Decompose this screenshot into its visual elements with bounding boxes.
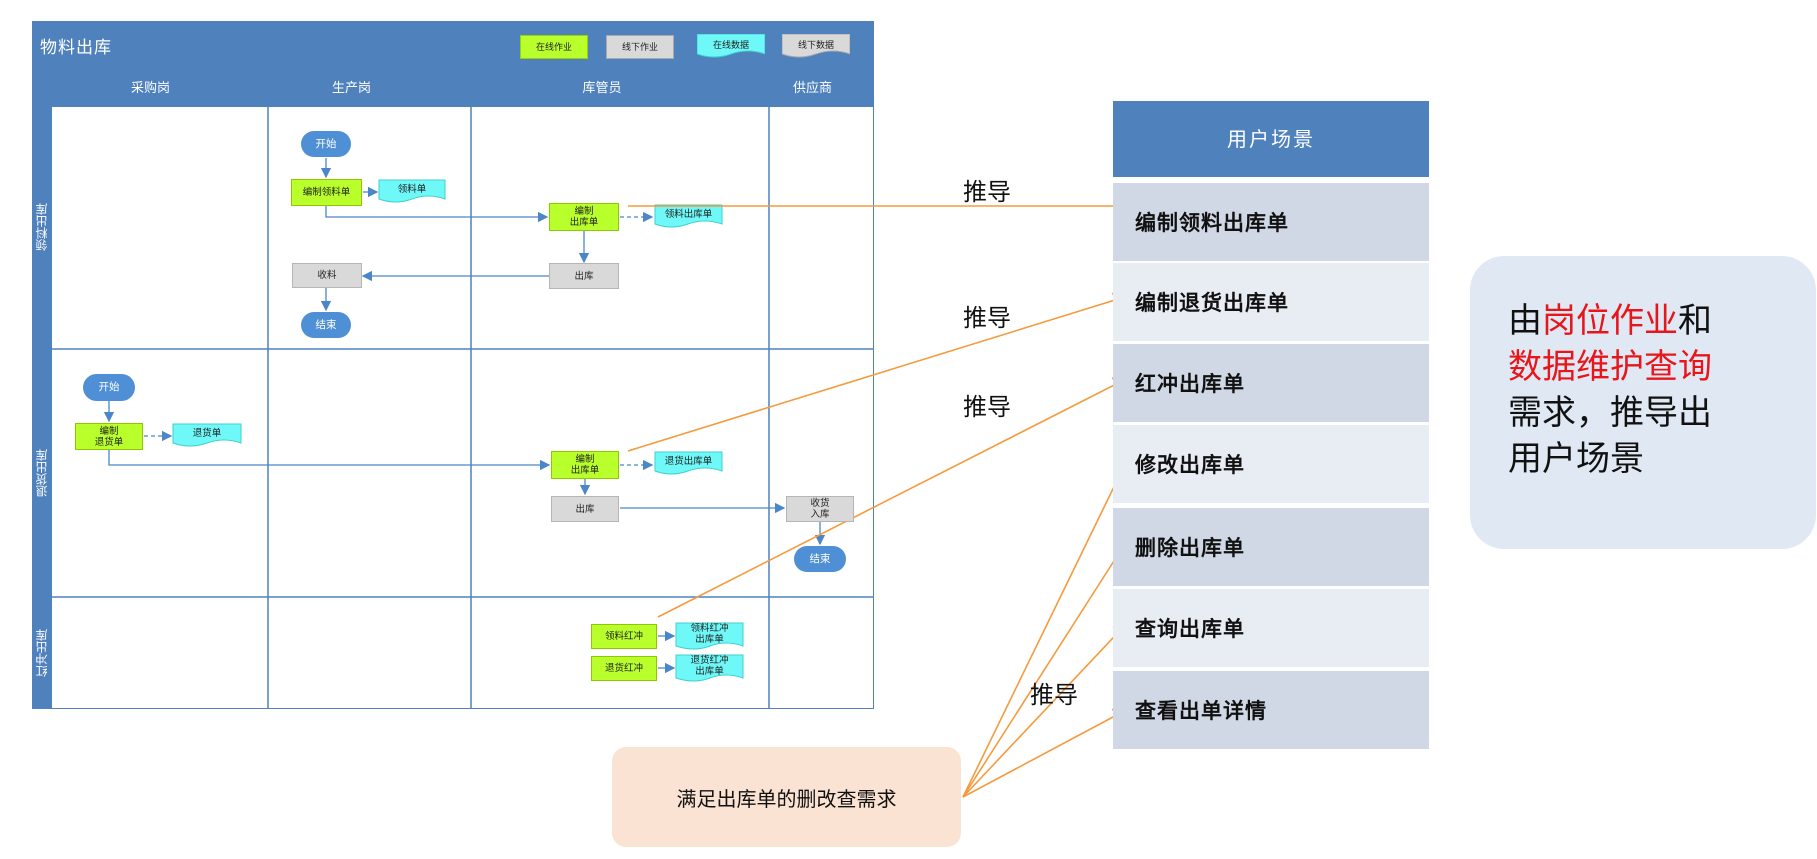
lane1-flows — [320, 158, 654, 312]
scene-item-edit-outbound: 修改出库单 — [1113, 425, 1429, 503]
lane1-make-pick-list-node: 编制领料单 — [291, 179, 362, 206]
data-document-shapes — [172, 179, 744, 682]
note-text-2: 和 — [1678, 301, 1712, 341]
derive-label-1: 推导 — [963, 178, 1011, 206]
scene-item-red-outbound: 红冲出库单 — [1113, 344, 1429, 422]
requirement-box: 满足出库单的删改查需求 — [612, 747, 961, 847]
derive-arrows — [627, 198, 1130, 798]
legend-online-operation: 在线作业 — [520, 35, 588, 59]
swimlane-grid — [51, 71, 874, 709]
note-highlight-job-operation: 岗位作业 — [1542, 301, 1678, 341]
lane3-return-red-doc: 退货红冲 出库单 — [690, 655, 729, 677]
lane1-receive-node: 收料 — [292, 263, 362, 288]
lane1-pick-list-doc: 领料单 — [397, 183, 427, 195]
swimlane-title: 物料出库 — [40, 38, 112, 58]
lane1-start-node: 开始 — [301, 131, 351, 157]
lane2-make-return-node: 编制 退货单 — [75, 423, 143, 450]
scene-item-make-return-outbound: 编制退货出库单 — [1113, 263, 1429, 341]
legend-offline-data-shape: 线下数据 — [782, 34, 850, 58]
derive-label-4: 推导 — [1030, 681, 1078, 709]
lane3-pick-red-node: 领料红冲 — [591, 624, 657, 649]
lane2-return-outbound-doc: 退货出库单 — [664, 455, 713, 467]
scene-item-delete-outbound: 删除出库单 — [1113, 508, 1429, 586]
note-highlight-data-maintenance: 数据维护查询 — [1508, 347, 1712, 387]
lane3-pick-red-doc: 领料红冲 出库单 — [690, 623, 729, 645]
note-box: 由岗位作业和 数据维护查询 需求，推导出 用户场景 — [1470, 256, 1816, 549]
lane1-pick-outbound-doc: 领料出库单 — [664, 208, 713, 220]
column-header-purchasing: 采购岗 — [130, 81, 170, 96]
scene-item-view-outbound-detail: 查看出单详情 — [1113, 671, 1429, 749]
derive-label-3: 推导 — [963, 393, 1011, 421]
legend-offline-operation: 线下作业 — [606, 35, 674, 59]
lane2-flows — [103, 401, 826, 546]
lane2-outbound-node: 出库 — [551, 496, 619, 522]
row-label-bar — [32, 71, 51, 709]
note-text-4: 用户场景 — [1508, 439, 1644, 479]
lane3-flows — [658, 630, 676, 674]
lane2-return-doc: 退货单 — [192, 427, 222, 439]
legend-online-data-shape: 在线数据 — [697, 34, 765, 58]
lane3-return-red-node: 退货红冲 — [591, 656, 657, 681]
scene-item-query-outbound: 查询出库单 — [1113, 589, 1429, 667]
column-header-bar: 采购岗 生产岗 库管员 供应商 — [32, 71, 874, 106]
swimlane-title-bar: 物料出库 在线作业 线下作业 在线数据 线下数据 — [32, 21, 874, 71]
column-header-production: 生产岗 — [331, 81, 371, 96]
lane2-start-node: 开始 — [83, 374, 135, 401]
column-header-warehouse: 库管员 — [582, 81, 622, 96]
user-scene-header: 用户场景 — [1113, 101, 1429, 177]
note-text-3: 需求，推导出 — [1508, 393, 1712, 433]
lane1-end-node: 结束 — [301, 312, 351, 338]
derive-label-2: 推导 — [963, 304, 1011, 332]
legend-offline-data: 线下数据 — [798, 39, 834, 51]
lane2-supplier-receive-node: 收货 入库 — [786, 496, 854, 522]
lane2-make-outbound-node: 编制 出库单 — [551, 451, 619, 479]
lane2-end-node: 结束 — [794, 546, 846, 572]
lane1-outbound-node: 出库 — [549, 263, 619, 289]
note-text-1: 由 — [1508, 301, 1542, 341]
scene-item-make-pick-outbound: 编制领料出库单 — [1113, 183, 1429, 261]
legend-online-data: 在线数据 — [713, 39, 749, 51]
column-header-supplier: 供应商 — [792, 81, 832, 96]
lane1-make-outbound-node: 编制 出库单 — [549, 203, 619, 231]
